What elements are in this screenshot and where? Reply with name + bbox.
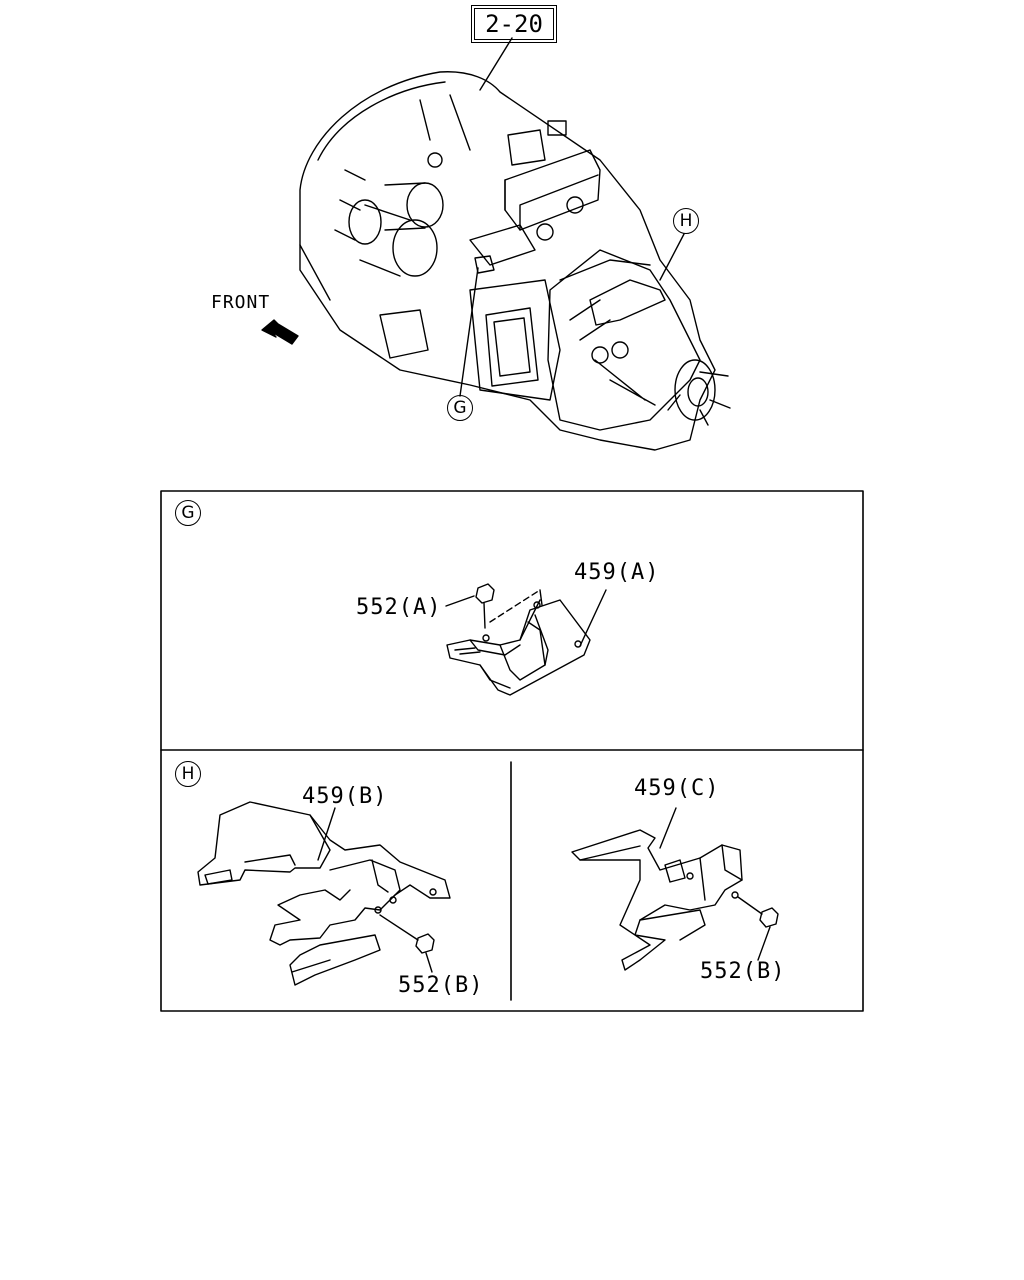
front-arrow-icon [261,319,299,345]
detail-frame [160,490,864,1012]
bracket-459a-drawing [445,583,607,696]
part-label-552a: 552(A) [356,595,442,620]
bracket-459c-drawing [571,807,779,971]
panel-g-marker: G [175,500,201,526]
transmission-assembly [299,37,731,451]
panel-h-marker: H [175,761,201,787]
reference-box: 2-20 [471,5,557,43]
part-label-459b: 459(B) [302,784,388,809]
part-label-459c: 459(C) [634,776,720,801]
part-label-459a: 459(A) [574,560,660,585]
part-label-552b-right: 552(B) [700,959,786,984]
bracket-459b-drawing [197,801,451,986]
callout-h: H [673,208,699,234]
front-label: FRONT [211,292,271,313]
part-label-552b-left: 552(B) [398,973,484,998]
callout-g: G [447,395,473,421]
